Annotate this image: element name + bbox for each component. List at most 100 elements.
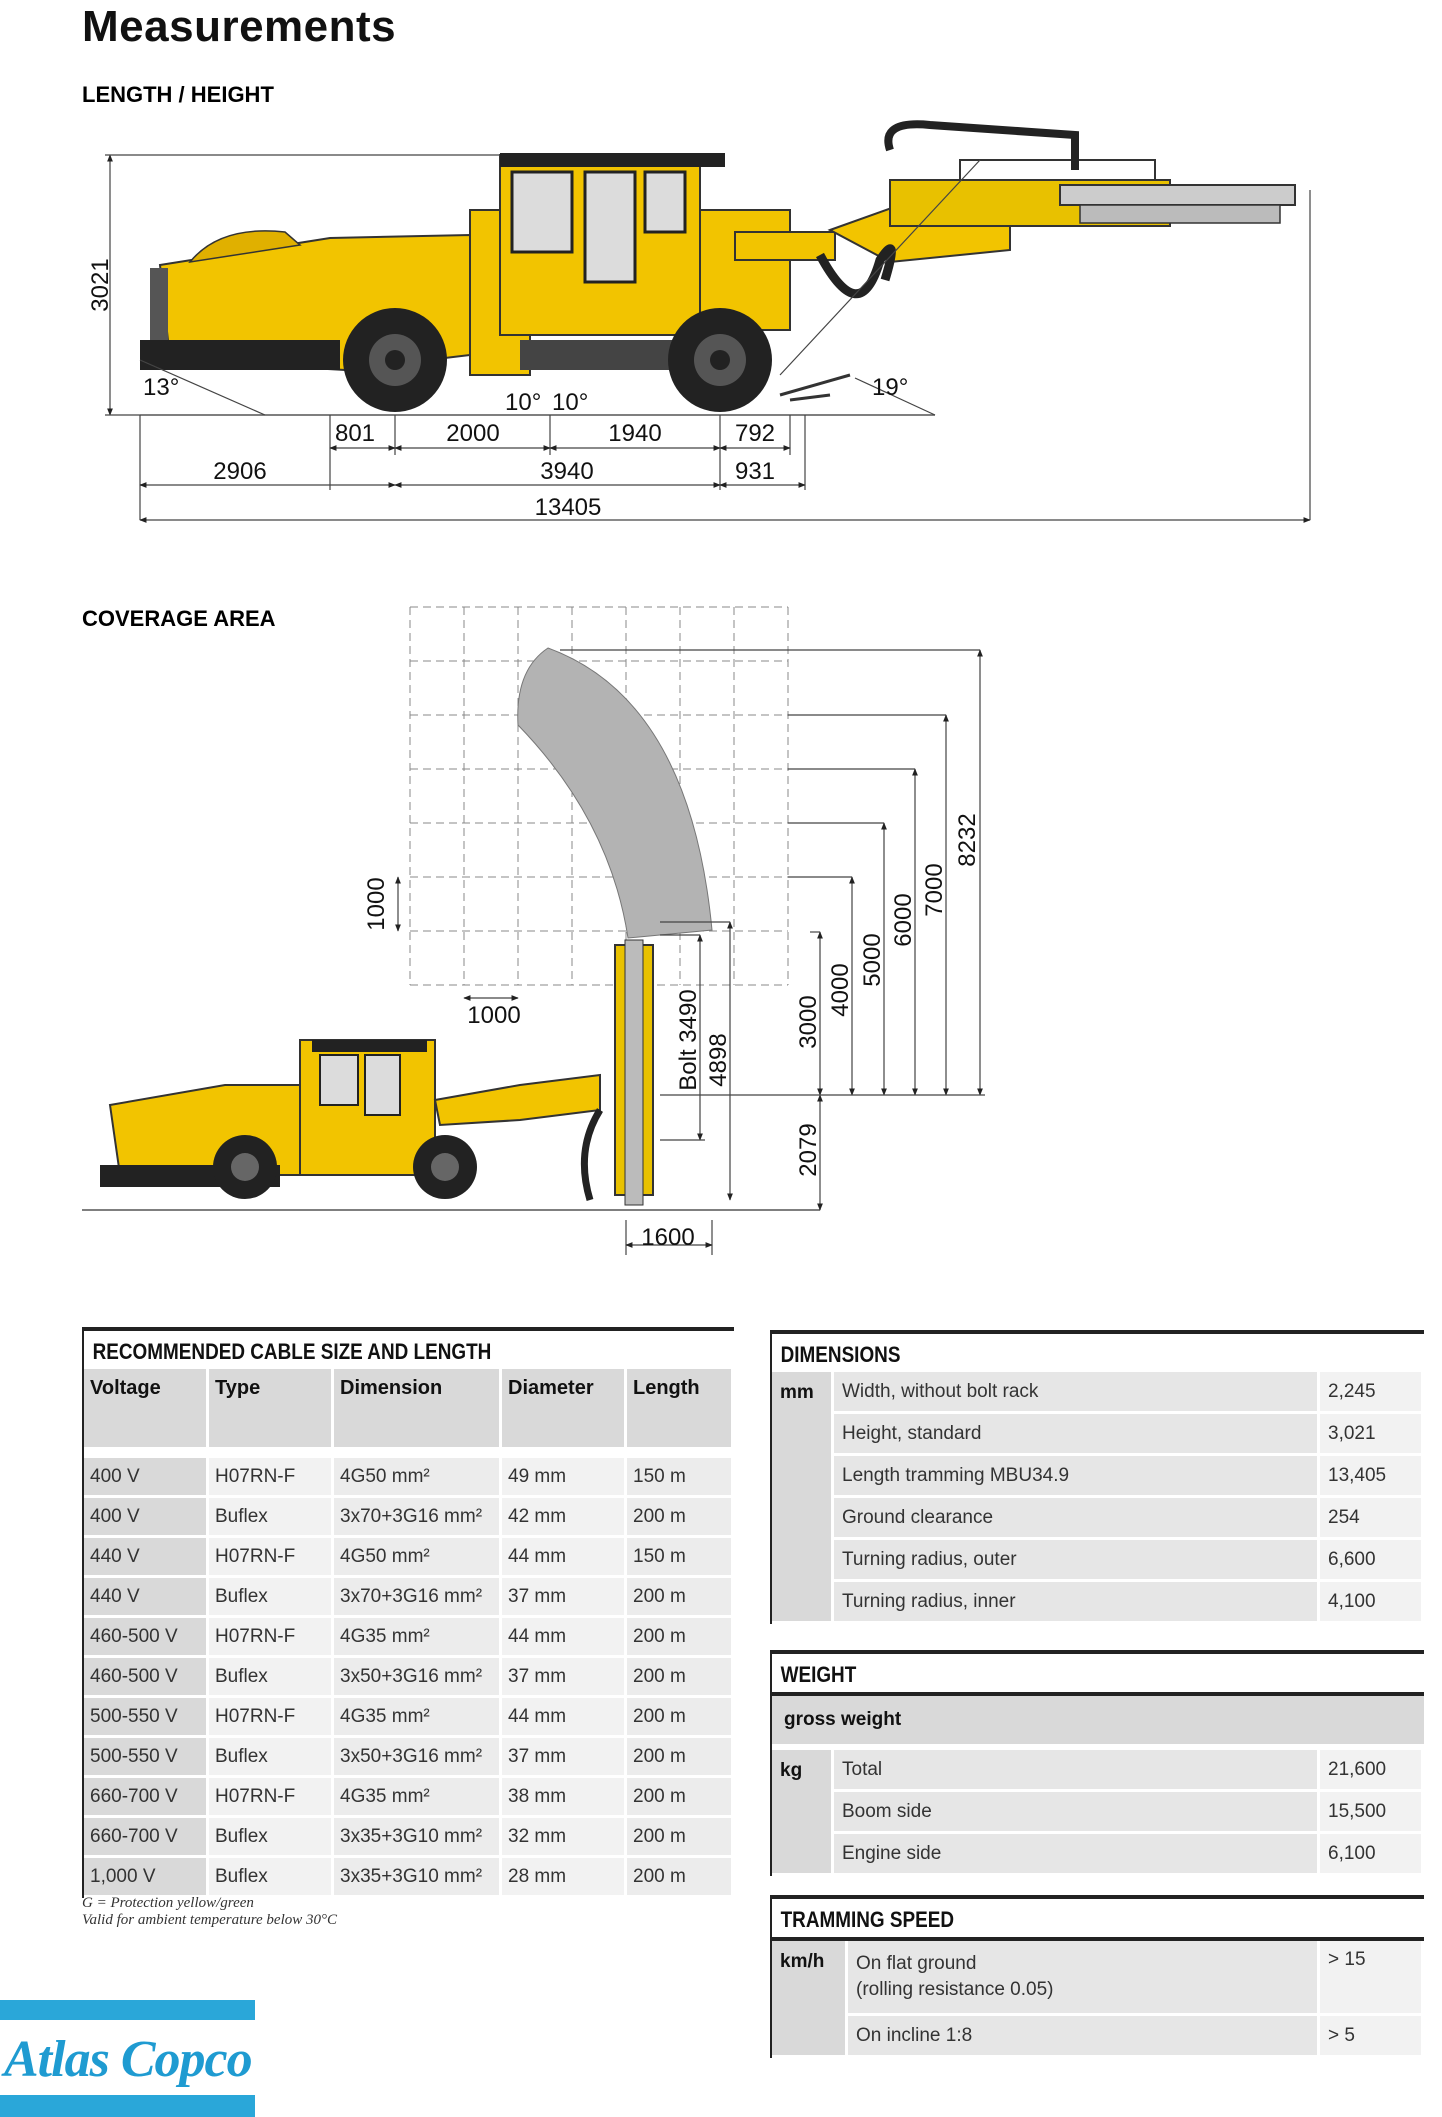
cell: 200 m — [627, 1618, 734, 1658]
cell: 4G35 mm² — [334, 1698, 502, 1738]
cell: 38 mm — [502, 1778, 627, 1818]
tramming-title: TRAMMING SPEED — [772, 1899, 1333, 1937]
cell: 21,600 — [1320, 1750, 1424, 1792]
cell: 1,000 V — [84, 1858, 209, 1898]
cell: Buflex — [209, 1738, 334, 1778]
cell: 32 mm — [502, 1818, 627, 1858]
cell: 200 m — [627, 1818, 734, 1858]
cell: 440 V — [84, 1538, 209, 1578]
cell: 28 mm — [502, 1858, 627, 1898]
table-row: km/h On flat ground (rolling resistance … — [772, 1941, 1424, 2058]
cell: 15,500 — [1320, 1792, 1424, 1834]
cell: 200 m — [627, 1698, 734, 1738]
cell: 500-550 V — [84, 1738, 209, 1778]
dim-label: 792 — [735, 420, 775, 447]
cell: 13,405 — [1320, 1456, 1424, 1498]
grid-v-label: 1000 — [363, 877, 390, 930]
cell: 200 m — [627, 1858, 734, 1898]
cell: 44 mm — [502, 1618, 627, 1658]
cell: Turning radius, inner — [834, 1582, 1320, 1624]
brand-bar — [0, 2000, 255, 2020]
grid-h-label: 1000 — [467, 1002, 520, 1029]
cell: Total — [834, 1750, 1320, 1792]
tramming-grid: km/h On flat ground (rolling resistance … — [772, 1941, 1424, 2058]
cell: 500-550 V — [84, 1698, 209, 1738]
cell: 2,245 — [1320, 1372, 1424, 1414]
height-label: 4000 — [827, 963, 854, 1016]
angle-label: 10° — [552, 389, 588, 416]
total-length-label: 13405 — [535, 494, 602, 521]
cell: 4G35 mm² — [334, 1778, 502, 1818]
coverage-dimensions — [395, 649, 985, 1255]
height-label: 7000 — [921, 863, 948, 916]
height-label: 3000 — [795, 995, 822, 1048]
height-label: 6000 — [890, 893, 917, 946]
cell: 440 V — [84, 1578, 209, 1618]
cell: > 15 — [1320, 1941, 1424, 2016]
cell: 200 m — [627, 1658, 734, 1698]
cell: 4G50 mm² — [334, 1458, 502, 1498]
cell: Buflex — [209, 1498, 334, 1538]
unit-cell: mm — [772, 1372, 834, 1624]
cell: 4G35 mm² — [334, 1618, 502, 1658]
cell-line: On flat ground — [856, 1953, 977, 1974]
cell: Buflex — [209, 1858, 334, 1898]
dim-label: 931 — [735, 458, 775, 485]
unit-cell: kg — [772, 1750, 834, 1876]
cell: 3x70+3G16 mm² — [334, 1578, 502, 1618]
cell: 3x70+3G16 mm² — [334, 1498, 502, 1538]
cell: 49 mm — [502, 1458, 627, 1498]
weight-title: WEIGHT — [772, 1654, 1333, 1692]
cell: 44 mm — [502, 1538, 627, 1578]
cell: Height, standard — [834, 1414, 1320, 1456]
column-header: Diameter — [502, 1369, 627, 1450]
technical-diagrams: LENGTH / HEIGHT COVERAGE AREA — [82, 82, 1311, 1255]
table-row: On incline 1:8 > 5 — [772, 2016, 1424, 2058]
height-label: 8232 — [954, 813, 981, 866]
column-header: Voltage — [84, 1369, 209, 1450]
coverage-labels: 1000 1000 Bolt 3490 4898 3000 4000 5000 … — [363, 813, 981, 1251]
cell: 460-500 V — [84, 1658, 209, 1698]
cell: 400 V — [84, 1458, 209, 1498]
cell: 3x50+3G16 mm² — [334, 1658, 502, 1698]
cell: Engine side — [834, 1834, 1320, 1876]
weight-subtitle: gross weight — [772, 1696, 1424, 1744]
bolt-label: Bolt 3490 — [675, 989, 702, 1090]
column-header: Length — [627, 1369, 734, 1450]
cell: 37 mm — [502, 1658, 627, 1698]
brand-logo: Atlas Copco — [4, 2031, 253, 2088]
coverage-grid — [409, 606, 789, 986]
angle-label: 13° — [143, 374, 179, 401]
note-line: G = Protection yellow/green — [82, 1895, 254, 1911]
cell: 44 mm — [502, 1698, 627, 1738]
cell: 200 m — [627, 1778, 734, 1818]
cell: H07RN-F — [209, 1778, 334, 1818]
cell: 400 V — [84, 1498, 209, 1538]
cell: Turning radius, outer — [834, 1540, 1320, 1582]
height-label: 3021 — [87, 258, 114, 311]
height-label: 5000 — [859, 933, 886, 986]
column-header: Type — [209, 1369, 334, 1450]
dim-label: 801 — [335, 420, 375, 447]
dim-label: 3940 — [540, 458, 593, 485]
cell: 150 m — [627, 1458, 734, 1498]
cell: 200 m — [627, 1498, 734, 1538]
dim-label: 2000 — [446, 420, 499, 447]
cell: Width, without bolt rack — [834, 1372, 1320, 1414]
angle-label: 10° — [505, 389, 541, 416]
cell: On flat ground (rolling resistance 0.05) — [848, 1941, 1320, 2016]
